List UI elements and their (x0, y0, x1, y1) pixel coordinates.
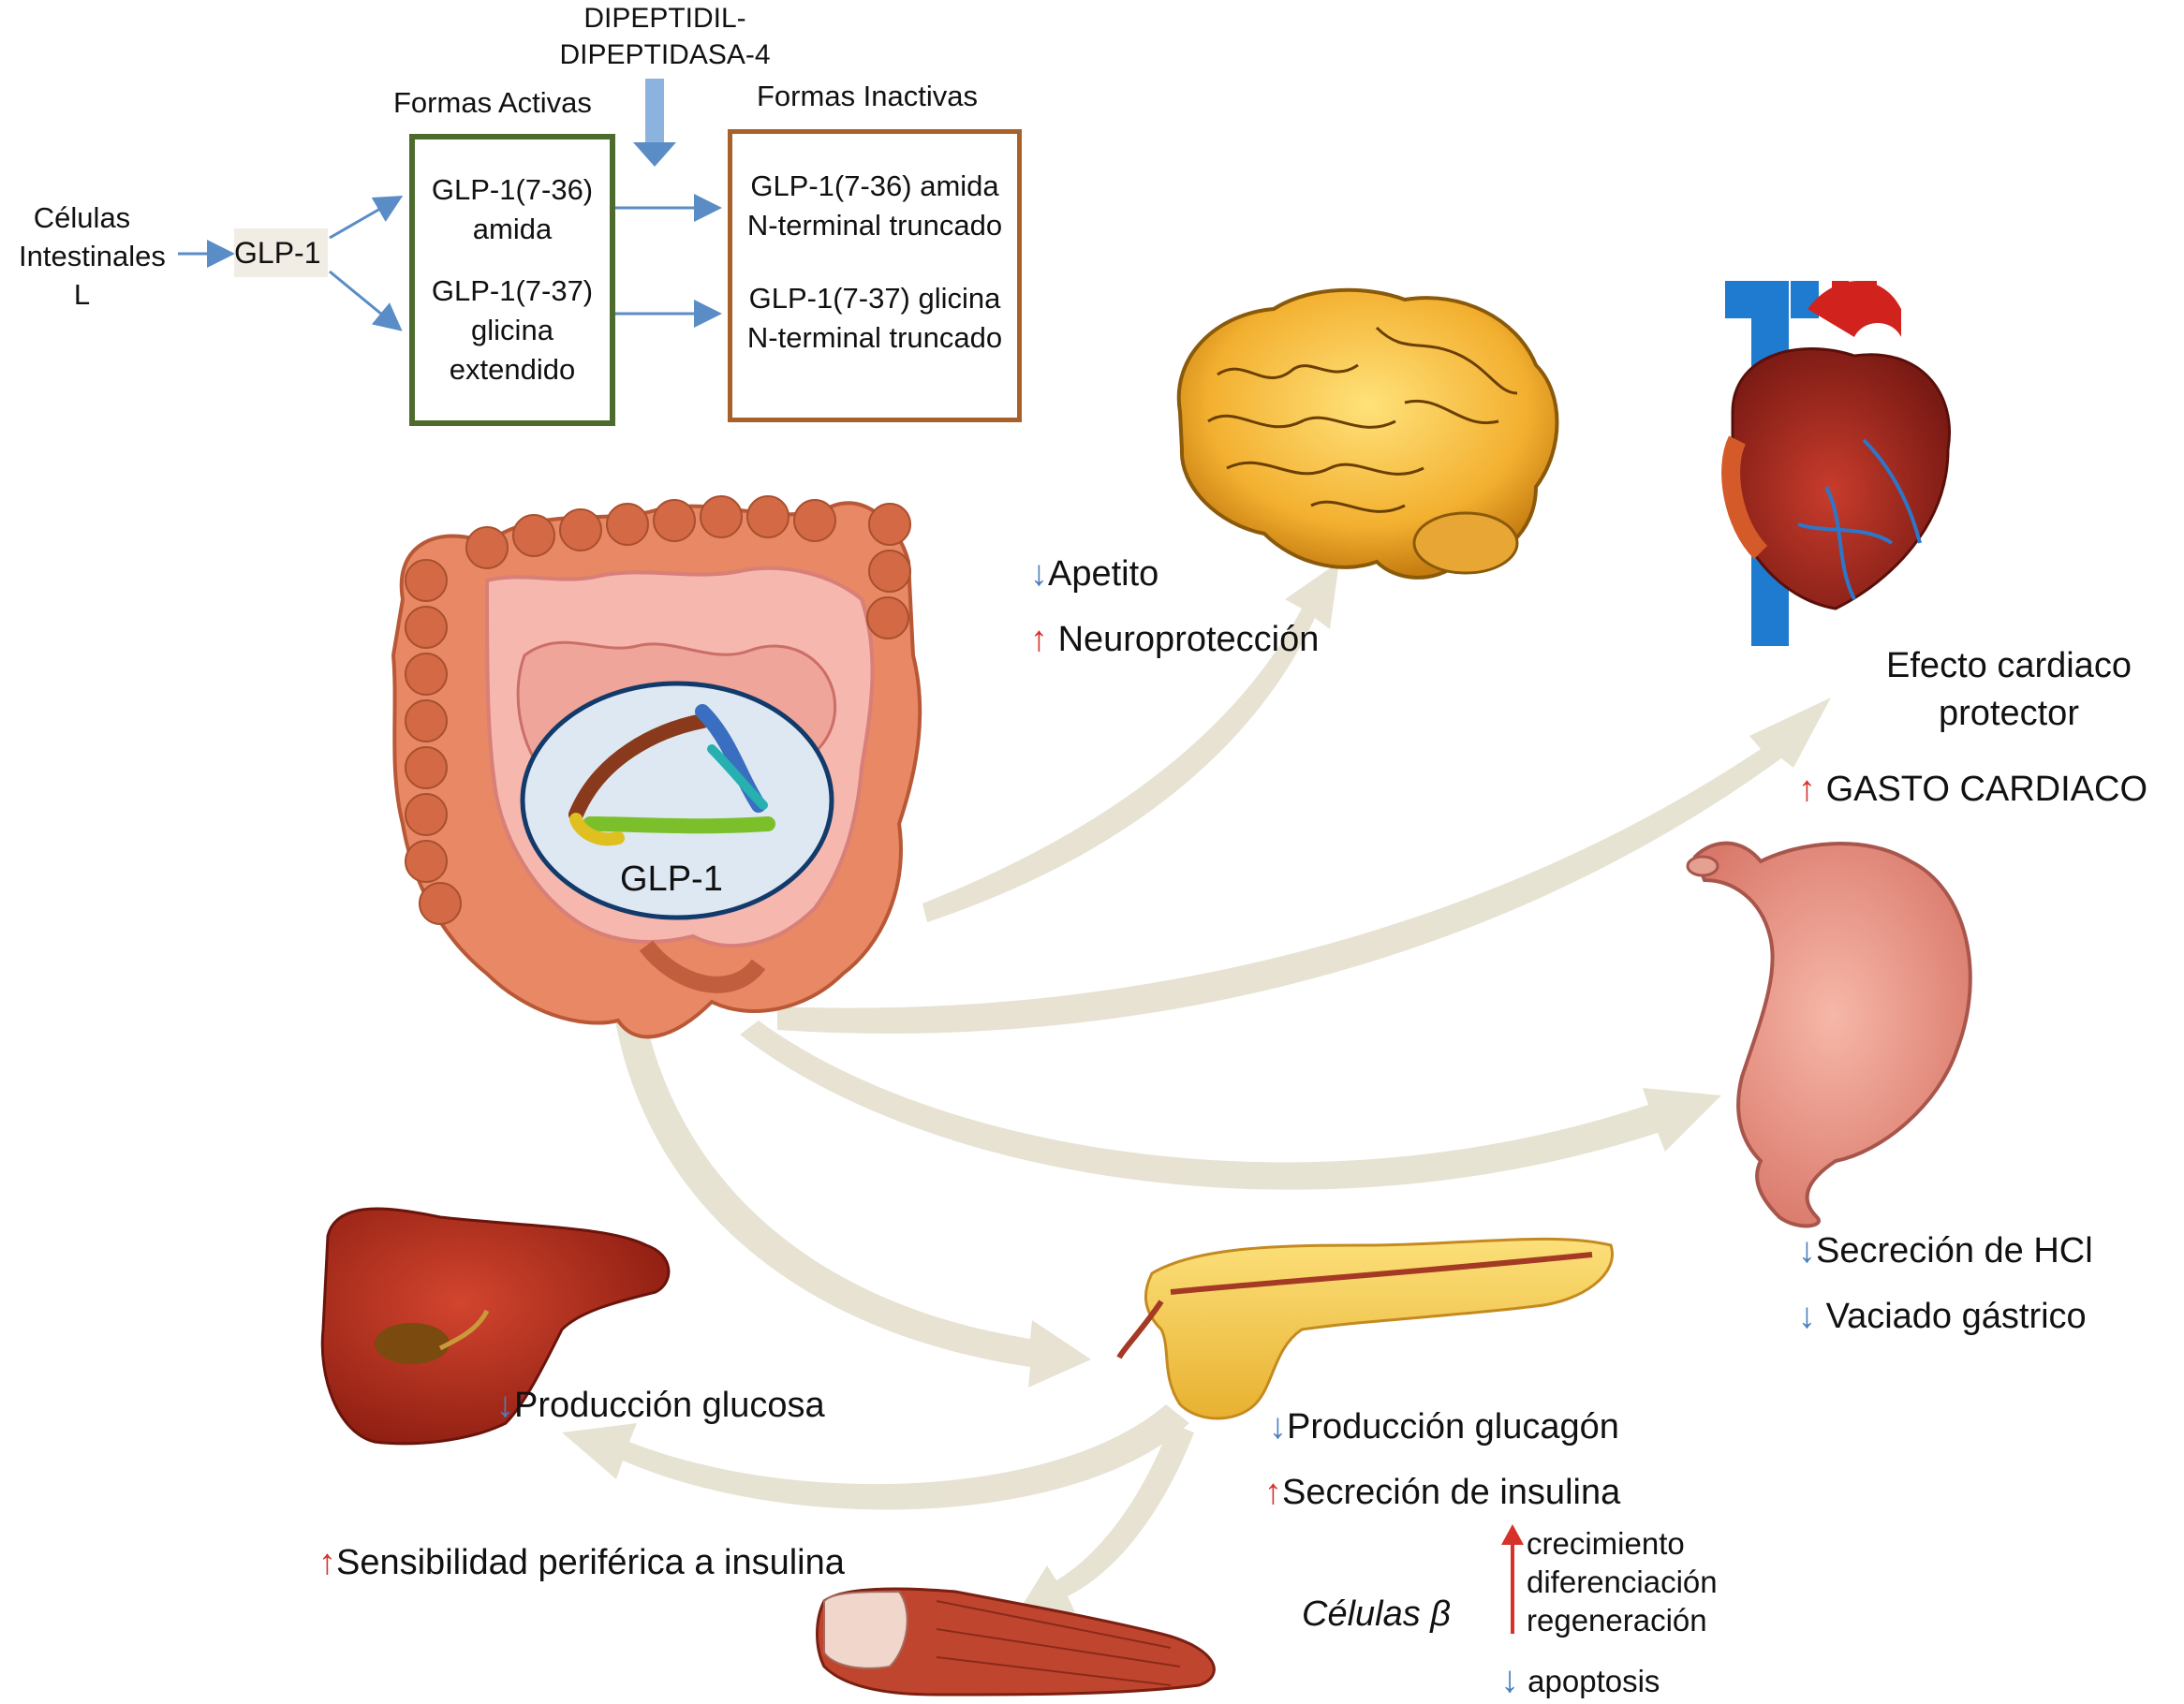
muscle-effect-sensitivity: ↑Sensibilidad periférica a insulina (318, 1543, 845, 1582)
down-arrow-icon: ↓ (1798, 1297, 1816, 1336)
down-arrow-icon: ↓ (496, 1386, 514, 1425)
liver-illustration (320, 1207, 671, 1446)
brain-effect-neuroprotection: ↑ Neuroprotección (1030, 620, 1320, 659)
down-arrow-icon: ↓ (1030, 554, 1048, 594)
liver-effect-glucose: ↓Producción glucosa (496, 1386, 825, 1425)
beta-down-effect: ↓ apoptosis (1500, 1659, 1660, 1700)
down-arrow-icon: ↓ (1798, 1231, 1816, 1271)
pathway-arrows (178, 194, 722, 331)
muscle-illustration (816, 1587, 1216, 1697)
active-forms-box (409, 134, 615, 426)
beta-up-effects: crecimiento diferenciación regeneración (1527, 1526, 1718, 1638)
brain-effect-appetite: ↓Apetito (1030, 554, 1159, 594)
up-arrow-icon: ↑ (1798, 770, 1816, 809)
brain-illustration (1176, 287, 1559, 580)
up-arrow-icon: ↑ (1264, 1473, 1282, 1512)
stomach-effect-emptying: ↓ Vaciado gástrico (1798, 1297, 2087, 1336)
up-arrow-icon: ↑ (318, 1543, 336, 1582)
heart-illustration (1721, 281, 1951, 646)
inactive-form-2: GLP-1(7-37) glicina N-terminal truncado (746, 282, 1003, 354)
glp1-protein-badge (520, 681, 834, 920)
inactive-form-1: GLP-1(7-36) amida N-terminal truncado (746, 169, 1003, 242)
stomach-illustration (1686, 841, 1972, 1228)
intestine-glp1-label: GLP-1 (620, 859, 723, 899)
pancreas-illustration (1116, 1237, 1614, 1420)
active-form-2: GLP-1(7-37) glicina extendido (431, 274, 594, 386)
glp1-chip (234, 228, 328, 277)
up-arrow-icon: ↑ (1030, 620, 1048, 659)
source-cells-label: Células Intestinales L (19, 201, 166, 311)
heart-effect-output: ↑ GASTO CARDIACO (1798, 770, 2148, 809)
active-forms-title: Formas Activas (393, 86, 592, 119)
pancreas-effect-glucagon: ↓Producción glucagón (1269, 1407, 1619, 1447)
active-form-1: GLP-1(7-36) amida (431, 173, 594, 245)
down-arrow-icon: ↓ (1269, 1407, 1287, 1447)
flow-arrows (562, 562, 1831, 1615)
glp1-label: GLP-1 (234, 236, 321, 270)
enzyme-label: DIPEPTIDIL- DIPEPTIDASA-4 (559, 3, 771, 70)
inactive-forms-title: Formas Inactivas (757, 80, 979, 112)
heart-title: Efecto cardiaco protector (1886, 646, 2132, 733)
dpp4-arrow (633, 79, 676, 167)
stomach-effect-hcl: ↓Secreción de HCl (1798, 1231, 2093, 1271)
inactive-forms-box (728, 129, 1022, 422)
pancreas-effect-insulin: ↑Secreción de insulina (1264, 1473, 1621, 1512)
beta-cells-label: Células β (1302, 1594, 1451, 1634)
down-arrow-icon: ↓ (1500, 1659, 1519, 1700)
